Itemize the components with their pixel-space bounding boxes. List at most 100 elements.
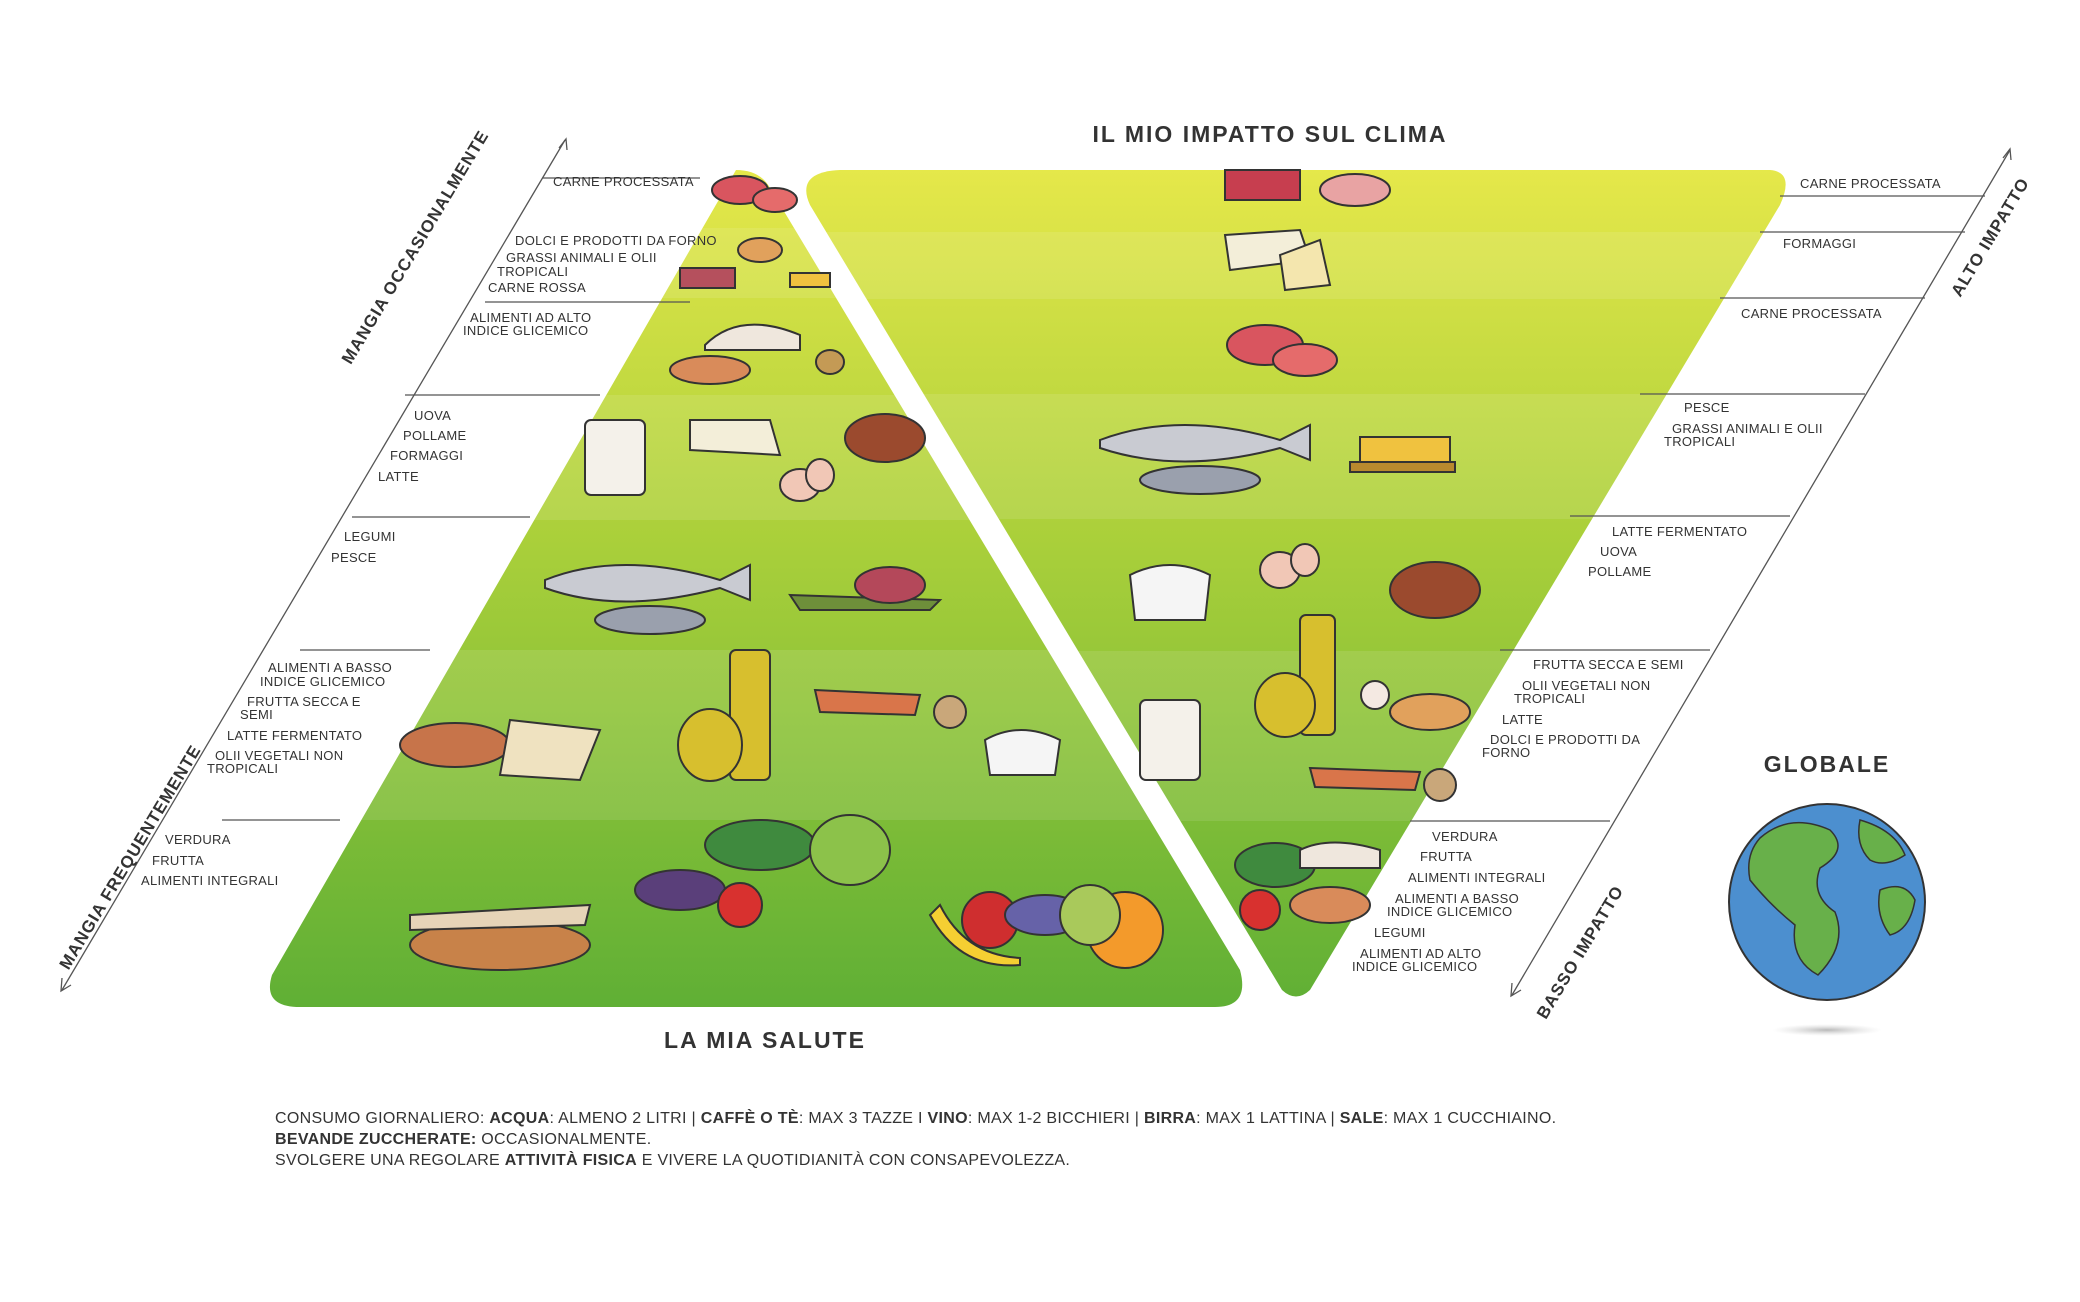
health-label: LATTE xyxy=(378,469,419,484)
climate-label: FRUTTA xyxy=(1420,849,1472,864)
footer-segment: VINO xyxy=(927,1110,968,1127)
footer-segment: SALE xyxy=(1339,1110,1384,1127)
sausage-icon xyxy=(1226,324,1338,377)
bread-flour-icon xyxy=(669,323,845,385)
climate-axis xyxy=(1410,147,2012,998)
footer-segment: BIRRA xyxy=(1143,1110,1197,1127)
milk-jug-icon xyxy=(584,419,646,496)
cheese-icon xyxy=(1223,228,1332,292)
health-label: CARNE ROSSA xyxy=(488,280,586,295)
climate-axis-line xyxy=(1511,149,2011,996)
health-label: UOVA xyxy=(414,408,451,423)
health-label: TROPICALI xyxy=(207,761,278,776)
cheese-icon xyxy=(689,419,782,457)
footer-segment: CONSUMO GIORNALIERO: xyxy=(275,1110,490,1127)
climate-label: ALIMENTI INTEGRALI xyxy=(1408,870,1546,885)
health-label: VERDURA xyxy=(165,832,231,847)
processed-meat-icon xyxy=(711,175,798,213)
health-label: ALIMENTI AD ALTO xyxy=(470,310,591,325)
arrow-down-icon xyxy=(1510,982,1522,998)
climate-label: GRASSI ANIMALI E OLII xyxy=(1672,421,1823,436)
health-label: ALIMENTI A BASSO xyxy=(268,660,392,675)
yogurt-icon xyxy=(1128,564,1212,621)
footer-line-3: SVOLGERE UNA REGOLARE ATTIVITÀ FISICA E … xyxy=(275,1150,1975,1171)
health-label: LEGUMI xyxy=(344,529,396,544)
eggs-icon xyxy=(1259,543,1320,589)
health-label: GRASSI ANIMALI E OLII xyxy=(506,250,657,265)
climate-label: POLLAME xyxy=(1588,564,1652,579)
footer-segment: : ALMENO 2 LITRI | xyxy=(549,1110,701,1127)
high-impact-axis-label: ALTO IMPATTO xyxy=(1947,174,2033,300)
climate-label: ALIMENTI AD ALTO xyxy=(1360,946,1481,961)
health-label: DOLCI E PRODOTTI DA FORNO xyxy=(515,233,717,248)
health-level-labels: CARNE PROCESSATA DOLCI E PRODOTTI DA FOR… xyxy=(141,174,717,888)
pastry-icon xyxy=(679,237,831,289)
health-label: INDICE GLICEMICO xyxy=(260,674,385,689)
footer-line-2: BEVANDE ZUCCHERATE: OCCASIONALMENTE. xyxy=(275,1129,1975,1150)
nuts-icon xyxy=(1308,766,1457,802)
globe-icon xyxy=(1728,803,1926,1036)
health-axis xyxy=(60,137,700,993)
global-title: GLOBALE xyxy=(1764,751,1890,777)
footer-segment: ATTIVITÀ FISICA xyxy=(504,1152,637,1169)
climate-label: TROPICALI xyxy=(1664,434,1735,449)
climate-label: VERDURA xyxy=(1432,829,1498,844)
footer-segment: SVOLGERE UNA REGOLARE xyxy=(275,1152,505,1169)
footer-segment: : MAX 1 CUCCHIAINO. xyxy=(1383,1110,1557,1127)
low-impact-axis-label: BASSO IMPATTO xyxy=(1533,882,1627,1022)
climate-food-illustrations xyxy=(1099,169,1481,931)
butter-icon xyxy=(1349,436,1456,473)
grains-icon xyxy=(409,903,592,971)
health-label: SEMI xyxy=(240,707,273,722)
fish-icon xyxy=(1099,423,1311,495)
footer-segment: CAFFÈ O TÈ xyxy=(700,1110,799,1127)
health-label: OLII VEGETALI NON xyxy=(215,748,343,763)
health-label: LATTE FERMENTATO xyxy=(227,728,362,743)
legumes-icon xyxy=(788,566,943,611)
vegetables-bread-icon xyxy=(1234,841,1381,931)
climate-label: LEGUMI xyxy=(1374,925,1426,940)
footer-segment: BEVANDE ZUCCHERATE: xyxy=(275,1131,477,1148)
vegetables-icon xyxy=(634,814,891,928)
yogurt-icon xyxy=(983,729,1062,776)
climate-level-labels: CARNE PROCESSATA FORMAGGI CARNE PROCESSA… xyxy=(1352,176,1941,974)
footer-segment: E VIVERE LA QUOTIDIANITÀ CON CONSAPEVOLE… xyxy=(636,1152,1071,1169)
health-label: CARNE PROCESSATA xyxy=(553,174,694,189)
climate-label: INDICE GLICEMICO xyxy=(1352,959,1477,974)
climate-label: TROPICALI xyxy=(1514,691,1585,706)
chicken-icon xyxy=(844,413,926,463)
climate-label: FRUTTA SECCA E SEMI xyxy=(1533,657,1684,672)
climate-label: LATTE FERMENTATO xyxy=(1612,524,1747,539)
arrow-down-icon xyxy=(60,977,72,993)
olive-oil-icon xyxy=(677,649,771,782)
climate-label: OLII VEGETALI NON xyxy=(1522,678,1650,693)
climate-title: IL MIO IMPATTO SUL CLIMA xyxy=(1092,121,1447,147)
climate-label: LATTE xyxy=(1502,712,1543,727)
climate-label: INDICE GLICEMICO xyxy=(1387,904,1512,919)
climate-label: FORNO xyxy=(1482,745,1530,760)
milk-jug-icon xyxy=(1139,699,1201,781)
climate-label: CARNE PROCESSATA xyxy=(1800,176,1941,191)
health-food-illustrations xyxy=(399,175,1164,971)
processed-meat-icon xyxy=(1224,169,1391,207)
footer-segment: ACQUA xyxy=(489,1110,550,1127)
nuts-icon xyxy=(813,688,967,729)
health-label: ALIMENTI INTEGRALI xyxy=(141,873,279,888)
daily-consumption-note: CONSUMO GIORNALIERO: ACQUA: ALMENO 2 LIT… xyxy=(275,1108,1975,1171)
climate-label: CARNE PROCESSATA xyxy=(1741,306,1882,321)
chicken-icon xyxy=(1389,561,1481,619)
footer-segment: OCCASIONALMENTE. xyxy=(476,1131,652,1148)
health-label: POLLAME xyxy=(403,428,467,443)
footer-line-1: CONSUMO GIORNALIERO: ACQUA: ALMENO 2 LIT… xyxy=(275,1108,1975,1129)
health-label: INDICE GLICEMICO xyxy=(463,323,588,338)
health-label: PESCE xyxy=(331,550,377,565)
footer-segment: : MAX 3 TAZZE I xyxy=(798,1110,928,1127)
arrow-up-icon xyxy=(2002,147,2012,161)
climate-label: UOVA xyxy=(1600,544,1637,559)
health-label: TROPICALI xyxy=(497,264,568,279)
climate-label: DOLCI E PRODOTTI DA xyxy=(1490,732,1640,747)
footer-segment: : MAX 1-2 BICCHIERI | xyxy=(967,1110,1144,1127)
health-axis-line xyxy=(61,139,566,991)
health-label: FRUTTA SECCA E xyxy=(247,694,361,709)
